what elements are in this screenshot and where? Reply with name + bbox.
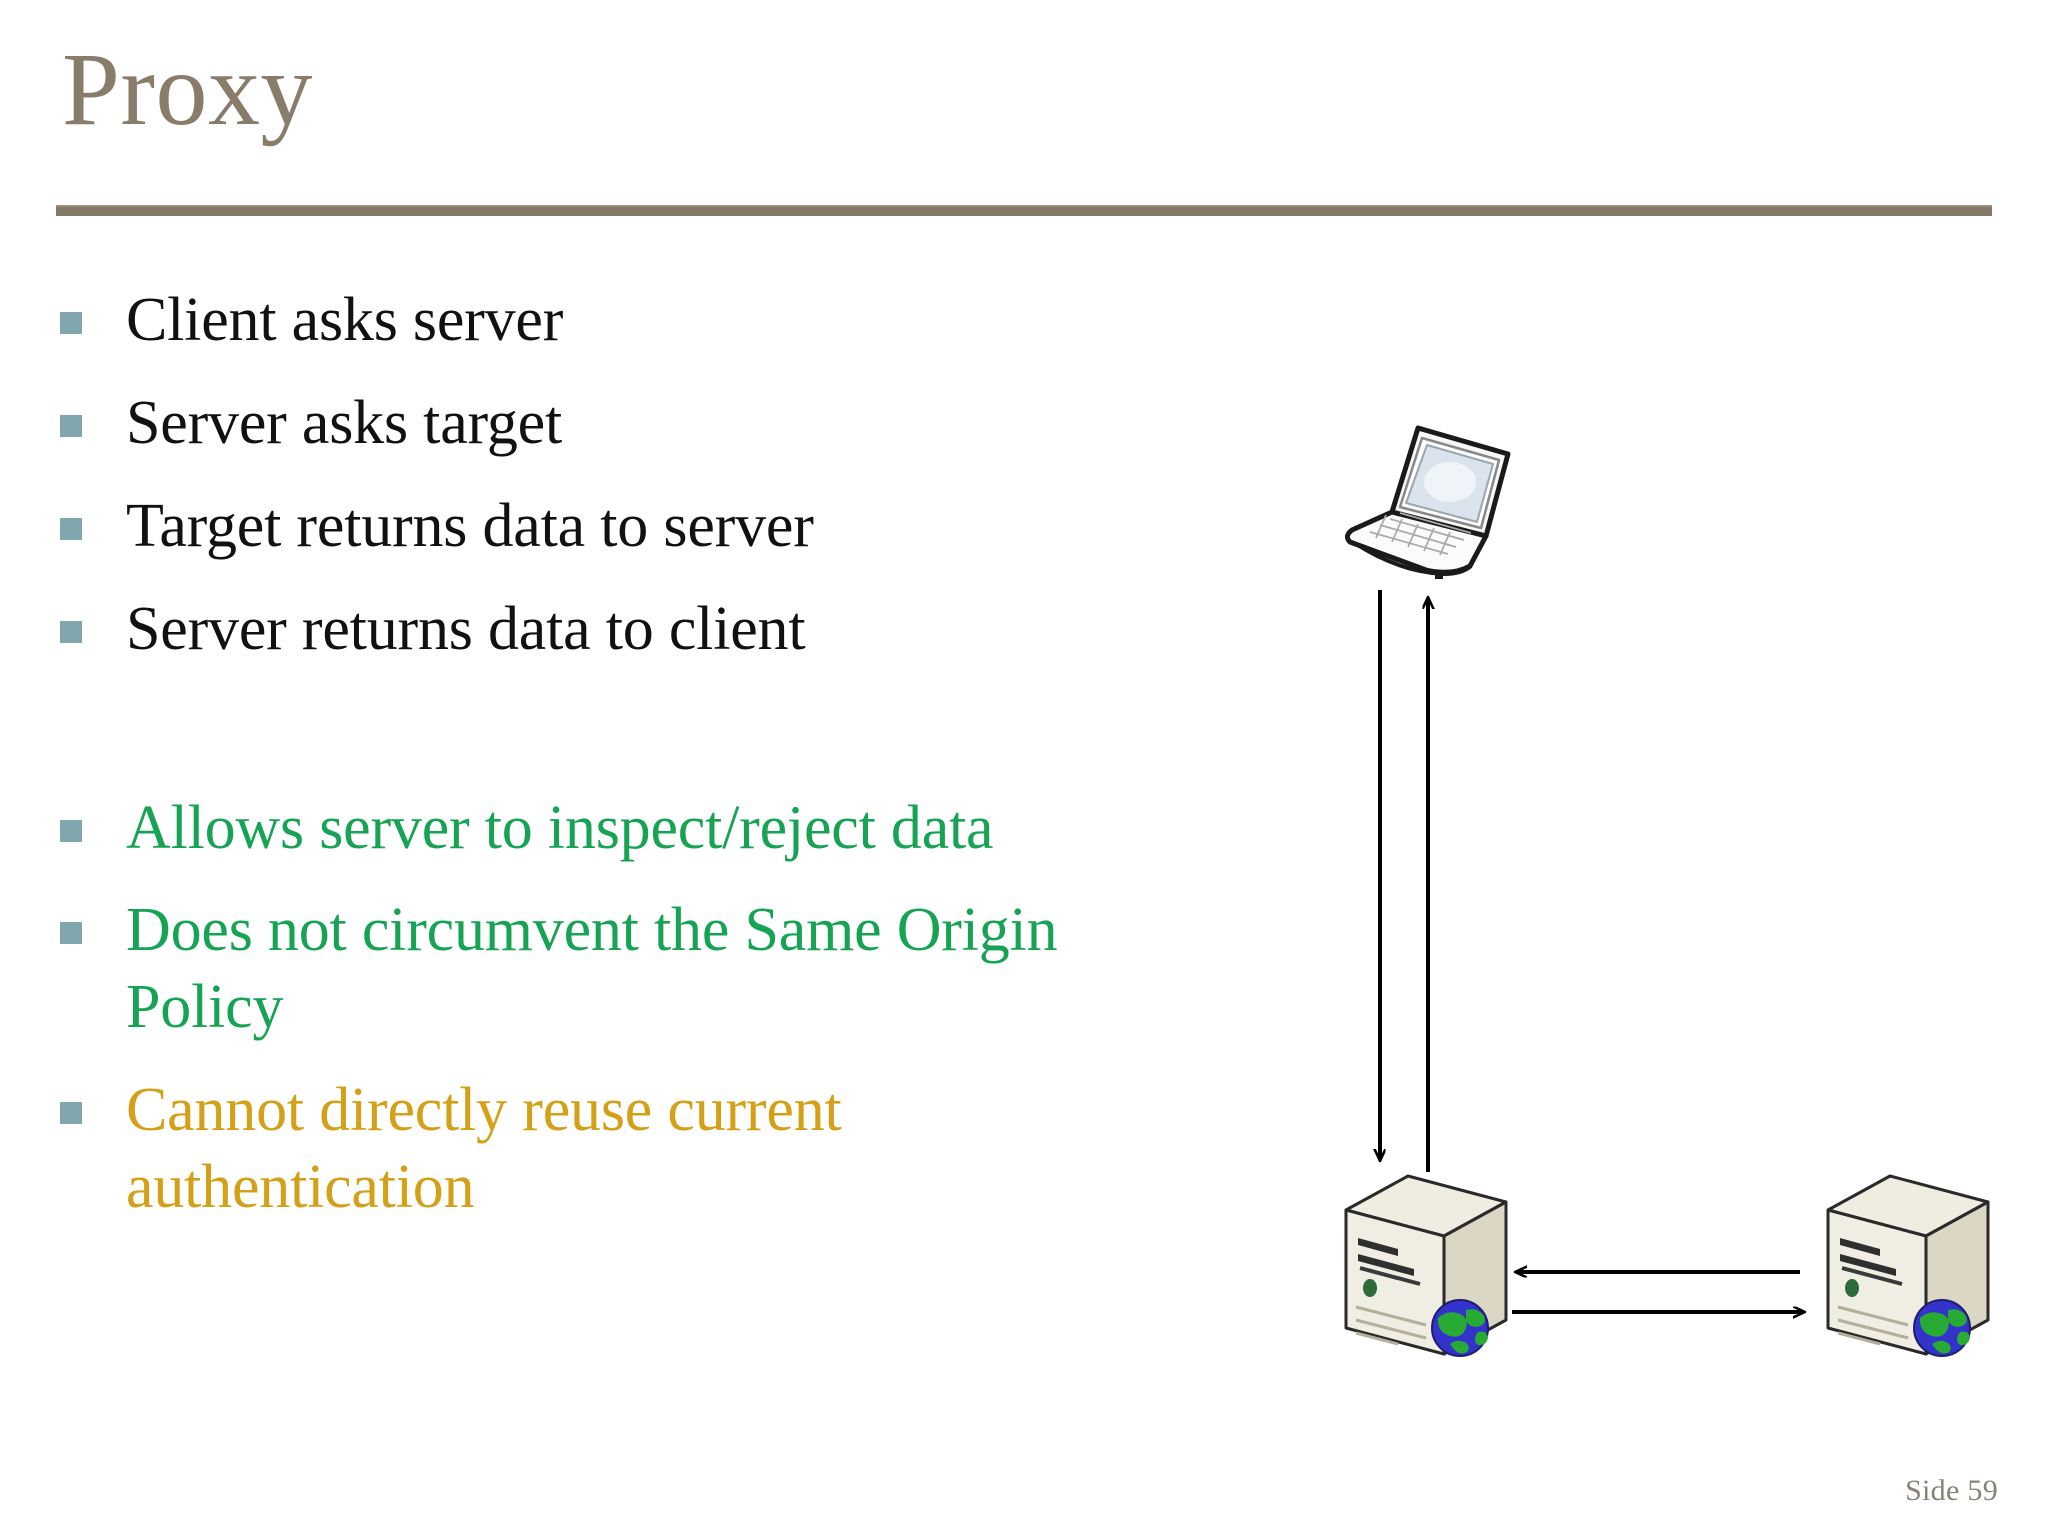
list-item: Target returns data to server bbox=[60, 488, 1180, 565]
list-item-label: Client asks server bbox=[126, 286, 564, 354]
list-item: Allows server to inspect/reject data bbox=[60, 790, 1180, 867]
list-item: Client asks server bbox=[60, 282, 1180, 359]
page-title: Proxy bbox=[62, 32, 313, 147]
list-item: Cannot directly reuse current authentica… bbox=[60, 1072, 1180, 1226]
server-icon bbox=[1826, 1174, 1990, 1357]
server-icon bbox=[1344, 1174, 1508, 1357]
list-group-spacer bbox=[60, 694, 1180, 790]
network-diagram bbox=[1280, 400, 2048, 1460]
list-item-label: Allows server to inspect/reject data bbox=[126, 793, 994, 862]
bullet-square-icon bbox=[60, 312, 82, 334]
list-item-label: Server asks target bbox=[126, 388, 563, 457]
bullet-square-icon bbox=[60, 819, 82, 842]
bullet-square-icon bbox=[60, 620, 82, 643]
bullet-square-icon bbox=[60, 517, 82, 540]
list-item-label: Cannot directly reuse current authentica… bbox=[126, 1076, 842, 1221]
list-item-label: Server returns data to client bbox=[126, 594, 806, 663]
bullet-square-icon bbox=[60, 414, 82, 437]
list-item: Does not circumvent the Same Origin Poli… bbox=[60, 892, 1180, 1046]
list-item-label: Does not circumvent the Same Origin Poli… bbox=[126, 896, 1058, 1042]
title-divider bbox=[56, 205, 1992, 216]
list-item: Server returns data to client bbox=[60, 591, 1180, 668]
bullet-square-icon bbox=[60, 922, 82, 945]
list-item: Server asks target bbox=[60, 385, 1180, 462]
laptop-icon bbox=[1344, 425, 1511, 579]
bullet-list: Client asks server Server asks target Ta… bbox=[60, 282, 1180, 1252]
list-item-label: Target returns data to server bbox=[126, 491, 814, 560]
slide-number: Side 59 bbox=[1905, 1474, 1998, 1507]
bullet-square-icon bbox=[60, 1102, 82, 1125]
